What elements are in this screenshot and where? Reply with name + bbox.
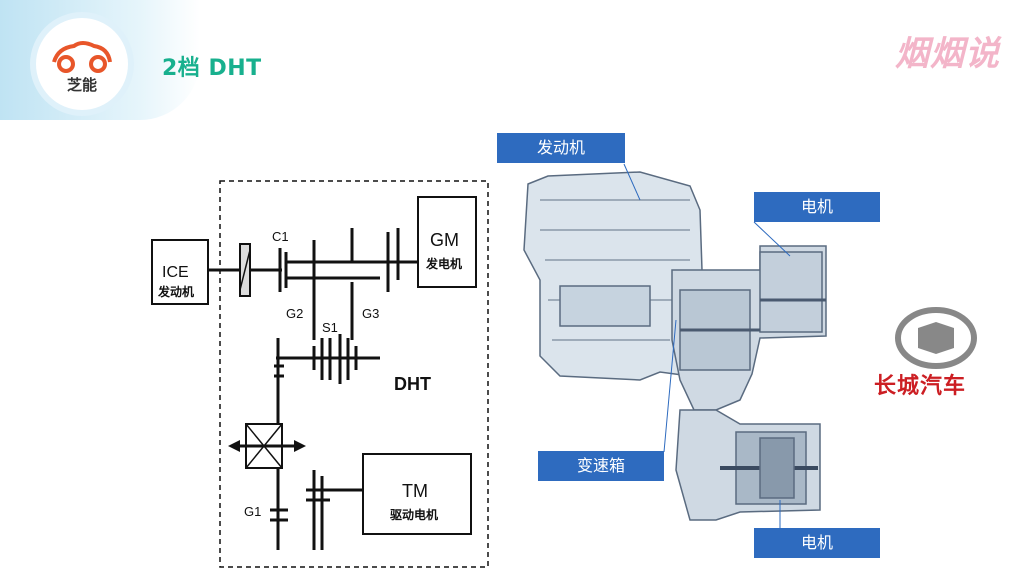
ice-label: ICE [162,264,189,281]
gm-box [417,196,477,288]
gm-label: GM [430,230,459,250]
brand-watermark: 烟烟说 [895,34,1000,74]
gm-sub-label: 发电机 [425,256,462,271]
tm-box [362,453,472,535]
car-logo-icon [52,41,112,73]
cutaway-illustration [523,163,827,528]
g1-label: G1 [244,504,261,519]
ice-sub-label: 发动机 [157,284,194,299]
dht-label: DHT [394,374,431,394]
great-wall-wordmark: 长城汽车 [874,374,967,399]
callout-gearbox: 变速箱 [538,451,664,481]
callout-motor-bottom: 电机 [754,528,880,558]
g2-label: G2 [286,306,303,321]
c1-label: C1 [272,229,289,244]
logo-text: 芝能 [66,76,97,94]
g3-label: G3 [362,306,379,321]
page-title: 2档 DHT [162,56,262,81]
callout-engine: 发动机 [497,133,625,163]
great-wall-logo [895,307,977,369]
tm-sub-label: 驱动电机 [390,507,438,522]
app-logo: 芝能 [36,18,128,110]
tm-label: TM [402,481,428,501]
callout-motor-top: 电机 [754,192,880,222]
s1-label: S1 [322,320,338,335]
dht-boundary [219,180,489,568]
ice-box [151,239,209,305]
